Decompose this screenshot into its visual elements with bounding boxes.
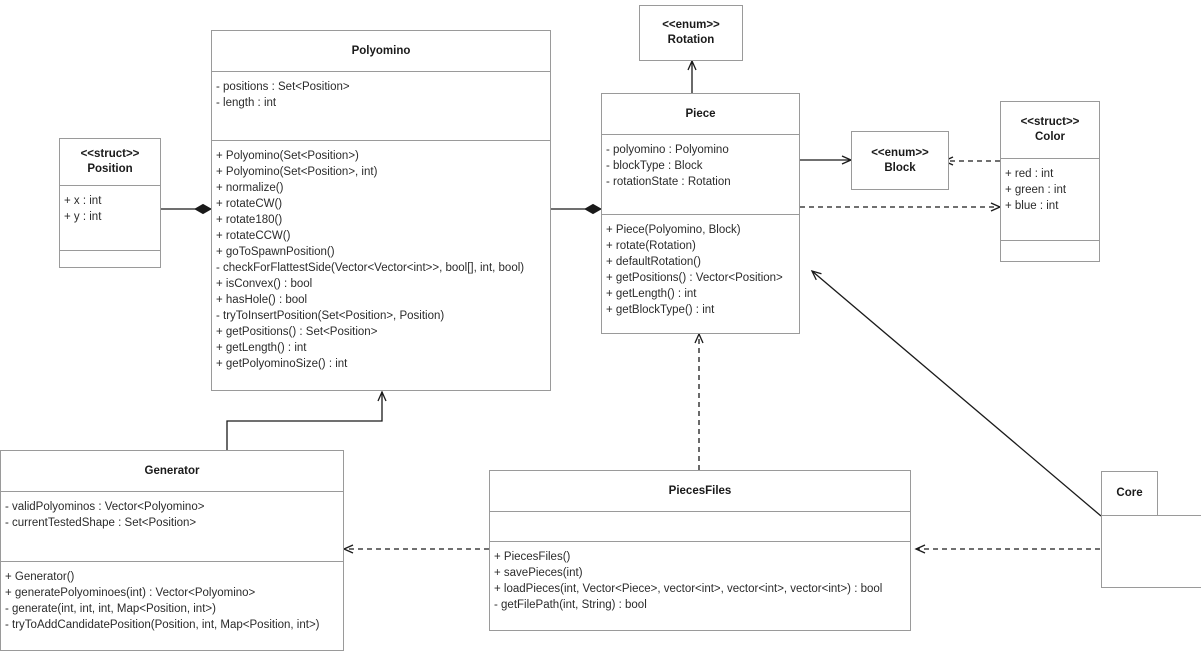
class-stereotype-position: <<struct>>	[80, 148, 140, 160]
class-methods-color	[1001, 239, 1099, 262]
method-item: + Generator()	[5, 571, 75, 583]
class-title-color: <<struct>> Color	[1001, 102, 1099, 158]
class-box-piece[interactable]: Piece - polyomino : Polyomino - blockTyp…	[601, 93, 800, 334]
class-name-piece: Piece	[685, 107, 716, 120]
class-title-piecesfiles: PiecesFiles	[490, 471, 910, 511]
class-methods-position	[60, 250, 160, 267]
method-item: + getPositions() : Vector<Position>	[606, 272, 783, 284]
method-item: - tryToInsertPosition(Set<Position>, Pos…	[216, 310, 445, 322]
method-item: + defaultRotation()	[606, 256, 701, 268]
class-title-rotation: <<enum>> Rotation	[640, 6, 742, 60]
class-title-piece: Piece	[602, 94, 799, 134]
method-item: + generatePolyominoes(int) : Vector<Poly…	[5, 587, 256, 599]
class-name-core: Core	[1116, 487, 1143, 499]
attribute-item: + green : int	[1005, 184, 1067, 196]
class-name-generator: Generator	[144, 464, 200, 477]
method-item: + normalize()	[216, 182, 284, 194]
class-stereotype-rotation: <<enum>>	[662, 19, 720, 31]
attribute-item: + y : int	[64, 211, 102, 223]
method-item: + Polyomino(Set<Position>)	[216, 150, 359, 162]
class-stereotype-block: <<enum>>	[871, 146, 929, 159]
method-item: + getLength() : int	[606, 288, 697, 300]
class-attributes-color: + red : int + green : int + blue : int	[1001, 158, 1099, 240]
class-methods-piecesfiles: + PiecesFiles() + savePieces(int) + load…	[490, 541, 910, 630]
method-item: - checkForFlattestSide(Vector<Vector<int…	[216, 262, 525, 274]
attribute-item: - positions : Set<Position>	[216, 81, 350, 93]
method-item: - tryToAddCandidatePosition(Position, in…	[5, 619, 320, 631]
method-item: + getBlockType() : int	[606, 304, 715, 316]
method-item: + getLength() : int	[216, 342, 307, 354]
class-name-polyomino: Polyomino	[351, 44, 411, 57]
class-box-polyomino[interactable]: Polyomino - positions : Set<Position> - …	[211, 30, 551, 391]
edge-generator-polyomino	[226, 390, 387, 450]
attribute-item: - currentTestedShape : Set<Position>	[5, 517, 197, 529]
class-title-core: Core	[1102, 472, 1157, 515]
method-item: + goToSpawnPosition()	[216, 246, 335, 258]
method-item: + isConvex() : bool	[216, 278, 313, 290]
method-item: + PiecesFiles()	[494, 551, 571, 563]
class-attributes-piecesfiles	[490, 511, 910, 541]
class-name-color: Color	[1034, 131, 1066, 143]
class-name-block: Block	[884, 161, 916, 174]
method-item: + hasHole() : bool	[216, 294, 308, 306]
attribute-item: - blockType : Block	[606, 160, 703, 172]
method-item: + savePieces(int)	[494, 567, 583, 579]
class-title-generator: Generator	[1, 451, 343, 491]
class-box-core-body[interactable]	[1101, 515, 1201, 588]
class-box-rotation[interactable]: <<enum>> Rotation	[639, 5, 743, 61]
class-attributes-piece: - polyomino : Polyomino - blockType : Bl…	[602, 134, 799, 214]
class-attributes-polyomino: - positions : Set<Position> - length : i…	[212, 71, 550, 140]
class-methods-polyomino: + Polyomino(Set<Position>) + Polyomino(S…	[212, 140, 550, 390]
method-item: + Piece(Polyomino, Block)	[606, 224, 741, 236]
class-title-polyomino: Polyomino	[212, 31, 550, 71]
method-item: + getPositions() : Set<Position>	[216, 326, 378, 338]
class-box-color[interactable]: <<struct>> Color + red : int + green : i…	[1000, 101, 1100, 262]
class-methods-piece: + Piece(Polyomino, Block) + rotate(Rotat…	[602, 214, 799, 333]
class-name-piecesfiles: PiecesFiles	[668, 484, 732, 497]
method-item: + rotateCW()	[216, 198, 283, 210]
method-item: + Polyomino(Set<Position>, int)	[216, 166, 378, 178]
class-stereotype-color: <<struct>>	[1020, 116, 1080, 128]
class-box-core-title[interactable]: Core	[1101, 471, 1158, 516]
attribute-item: + x : int	[64, 195, 102, 207]
method-item: - generate(int, int, int, Map<Position, …	[5, 603, 216, 615]
attribute-item: + blue : int	[1005, 200, 1059, 212]
attribute-item: - length : int	[216, 97, 277, 109]
class-name-position: Position	[87, 163, 133, 175]
method-item: + rotate(Rotation)	[606, 240, 696, 252]
attribute-item: + red : int	[1005, 168, 1054, 180]
class-methods-generator: + Generator() + generatePolyominoes(int)…	[1, 561, 343, 650]
method-item: + rotateCCW()	[216, 230, 291, 242]
method-item: - getFilePath(int, String) : bool	[494, 599, 647, 611]
class-attributes-position: + x : int + y : int	[60, 185, 160, 250]
class-box-piecesfiles[interactable]: PiecesFiles + PiecesFiles() + savePieces…	[489, 470, 911, 631]
method-item: + getPolyominoSize() : int	[216, 358, 348, 370]
attribute-item: - validPolyominos : Vector<Polyomino>	[5, 501, 205, 513]
class-name-rotation: Rotation	[667, 34, 715, 46]
method-item: + rotate180()	[216, 214, 283, 226]
method-item: + loadPieces(int, Vector<Piece>, vector<…	[494, 583, 883, 595]
attribute-item: - rotationState : Rotation	[606, 176, 731, 188]
class-box-block[interactable]: <<enum>> Block	[851, 131, 949, 190]
class-box-generator[interactable]: Generator - validPolyominos : Vector<Pol…	[0, 450, 344, 651]
class-attributes-generator: - validPolyominos : Vector<Polyomino> - …	[1, 491, 343, 561]
class-box-position[interactable]: <<struct>> Position + x : int + y : int	[59, 138, 161, 268]
attribute-item: - polyomino : Polyomino	[606, 144, 729, 156]
class-title-position: <<struct>> Position	[60, 139, 160, 185]
class-title-block: <<enum>> Block	[852, 132, 948, 189]
